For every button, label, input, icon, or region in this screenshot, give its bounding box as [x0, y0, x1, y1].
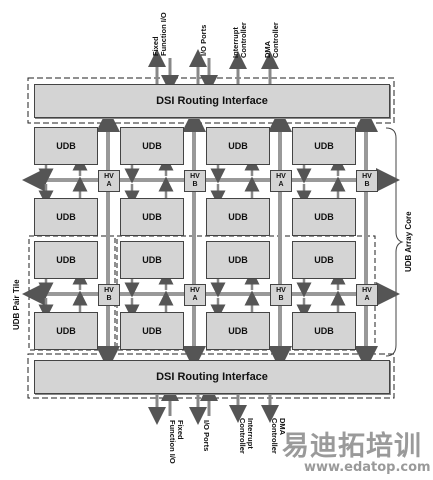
udb-block: UDB — [292, 127, 356, 165]
udb-label: UDB — [142, 141, 162, 151]
udb-block: UDB — [34, 127, 98, 165]
top-signal-io-ports: I/O Ports — [199, 24, 208, 56]
bottom-signal-fixed-function-io: Fixed Function I/O — [168, 420, 185, 464]
top-signal-fixed-function-io: Fixed Function I/O — [151, 12, 168, 56]
udb-pair-tile-label: UDB Pair Tile — [12, 279, 21, 330]
hv-label-top: HV — [190, 173, 200, 180]
udb-array-core-brace — [385, 127, 404, 357]
udb-label: UDB — [314, 212, 334, 222]
udb-label: UDB — [142, 326, 162, 336]
udb-block: UDB — [206, 127, 270, 165]
hv-block: HV B — [184, 170, 206, 192]
dsi-bottom-label: DSI Routing Interface — [156, 371, 268, 383]
hv-block: HV B — [98, 284, 120, 306]
hv-label-bottom: B — [278, 295, 284, 302]
hv-label-bottom: B — [192, 181, 198, 188]
udb-label: UDB — [228, 326, 248, 336]
udb-block: UDB — [292, 312, 356, 350]
hv-label-top: HV — [362, 173, 372, 180]
bottom-dsi-dashed-border — [27, 353, 395, 399]
top-signal-interrupt-controller: Interrupt Controller — [231, 22, 248, 58]
hv-label-bottom: A — [106, 181, 112, 188]
hv-label-top: HV — [276, 287, 286, 294]
udb-block: UDB — [34, 312, 98, 350]
bottom-signal-interrupt-controller: Interrupt Controller — [238, 418, 255, 454]
udb-label: UDB — [228, 212, 248, 222]
hv-label-top: HV — [190, 287, 200, 294]
bottom-signal-io-ports: I/O Ports — [202, 420, 211, 452]
udb-block: UDB — [120, 127, 184, 165]
udb-block: UDB — [206, 312, 270, 350]
hv-label-bottom: A — [192, 295, 198, 302]
udb-block: UDB — [292, 198, 356, 236]
udb-block: UDB — [34, 241, 98, 279]
dsi-routing-interface-top: DSI Routing Interface — [34, 84, 390, 118]
hv-block: HV B — [356, 170, 378, 192]
udb-label: UDB — [56, 326, 76, 336]
hv-block: HV A — [184, 284, 206, 306]
watermark-chinese: 易迪拓培训 — [282, 431, 422, 462]
hv-label-top: HV — [276, 173, 286, 180]
udb-pair-tile-dashed-border — [28, 235, 116, 351]
hv-block: HV A — [356, 284, 378, 306]
hv-block: HV B — [270, 284, 292, 306]
udb-block: UDB — [120, 312, 184, 350]
hv-label-top: HV — [104, 287, 114, 294]
udb-label: UDB — [314, 255, 334, 265]
udb-label: UDB — [314, 326, 334, 336]
hv-label-bottom: B — [106, 295, 112, 302]
udb-block: UDB — [120, 198, 184, 236]
hv-block: HV A — [270, 170, 292, 192]
udb-label: UDB — [56, 255, 76, 265]
hv-label-bottom: A — [278, 181, 284, 188]
dsi-routing-interface-bottom: DSI Routing Interface — [34, 360, 390, 394]
udb-label: UDB — [56, 212, 76, 222]
udb-block: UDB — [206, 241, 270, 279]
hv-block: HV A — [98, 170, 120, 192]
hv-label-bottom: B — [364, 181, 370, 188]
udb-label: UDB — [314, 141, 334, 151]
dsi-top-label: DSI Routing Interface — [156, 95, 268, 107]
udb-label: UDB — [228, 255, 248, 265]
udb-label: UDB — [142, 255, 162, 265]
udb-block: UDB — [206, 198, 270, 236]
top-signal-dma-controller: DMA Controller — [263, 22, 280, 58]
udb-block: UDB — [120, 241, 184, 279]
udb-label: UDB — [56, 141, 76, 151]
udb-block: UDB — [292, 241, 356, 279]
udb-block: UDB — [34, 198, 98, 236]
udb-label: UDB — [228, 141, 248, 151]
udb-array-core-label: UDB Array Core — [404, 211, 413, 272]
hv-label-bottom: A — [364, 295, 370, 302]
hv-label-top: HV — [104, 173, 114, 180]
hv-label-top: HV — [362, 287, 372, 294]
watermark-url: www.edatop.com — [304, 460, 431, 475]
udb-label: UDB — [142, 212, 162, 222]
